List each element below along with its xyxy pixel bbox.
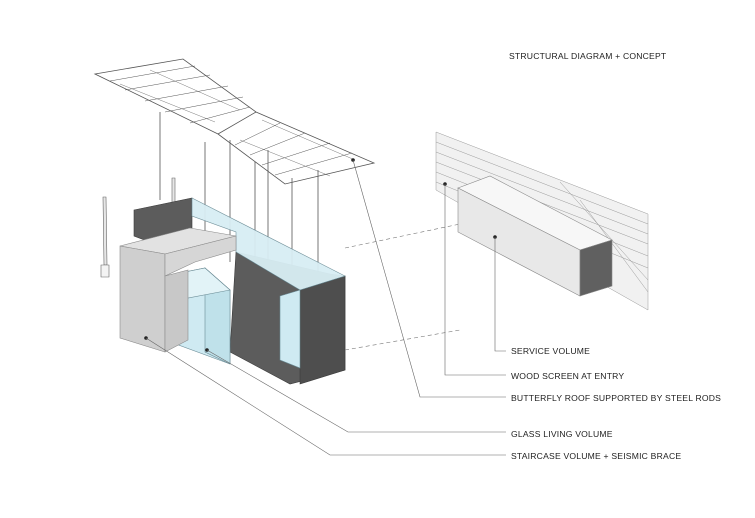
leader-lines [145, 159, 506, 456]
service-volume [457, 175, 613, 297]
projection-lines [344, 223, 461, 351]
label-glass-volume: GLASS LIVING VOLUME [511, 429, 613, 439]
diagram-title: STRUCTURAL DIAGRAM + CONCEPT [509, 51, 667, 61]
label-staircase-volume: STAIRCASE VOLUME + SEISMIC BRACE [511, 451, 682, 461]
label-service-volume: SERVICE VOLUME [511, 346, 591, 356]
label-wood-screen: WOOD SCREEN AT ENTRY [511, 371, 625, 381]
column-posts [100, 177, 176, 278]
staircase-volume [119, 227, 237, 353]
butterfly-roof [93, 58, 376, 185]
label-butterfly-roof: BUTTERFLY ROOF SUPPORTED BY STEEL RODS [511, 393, 722, 403]
